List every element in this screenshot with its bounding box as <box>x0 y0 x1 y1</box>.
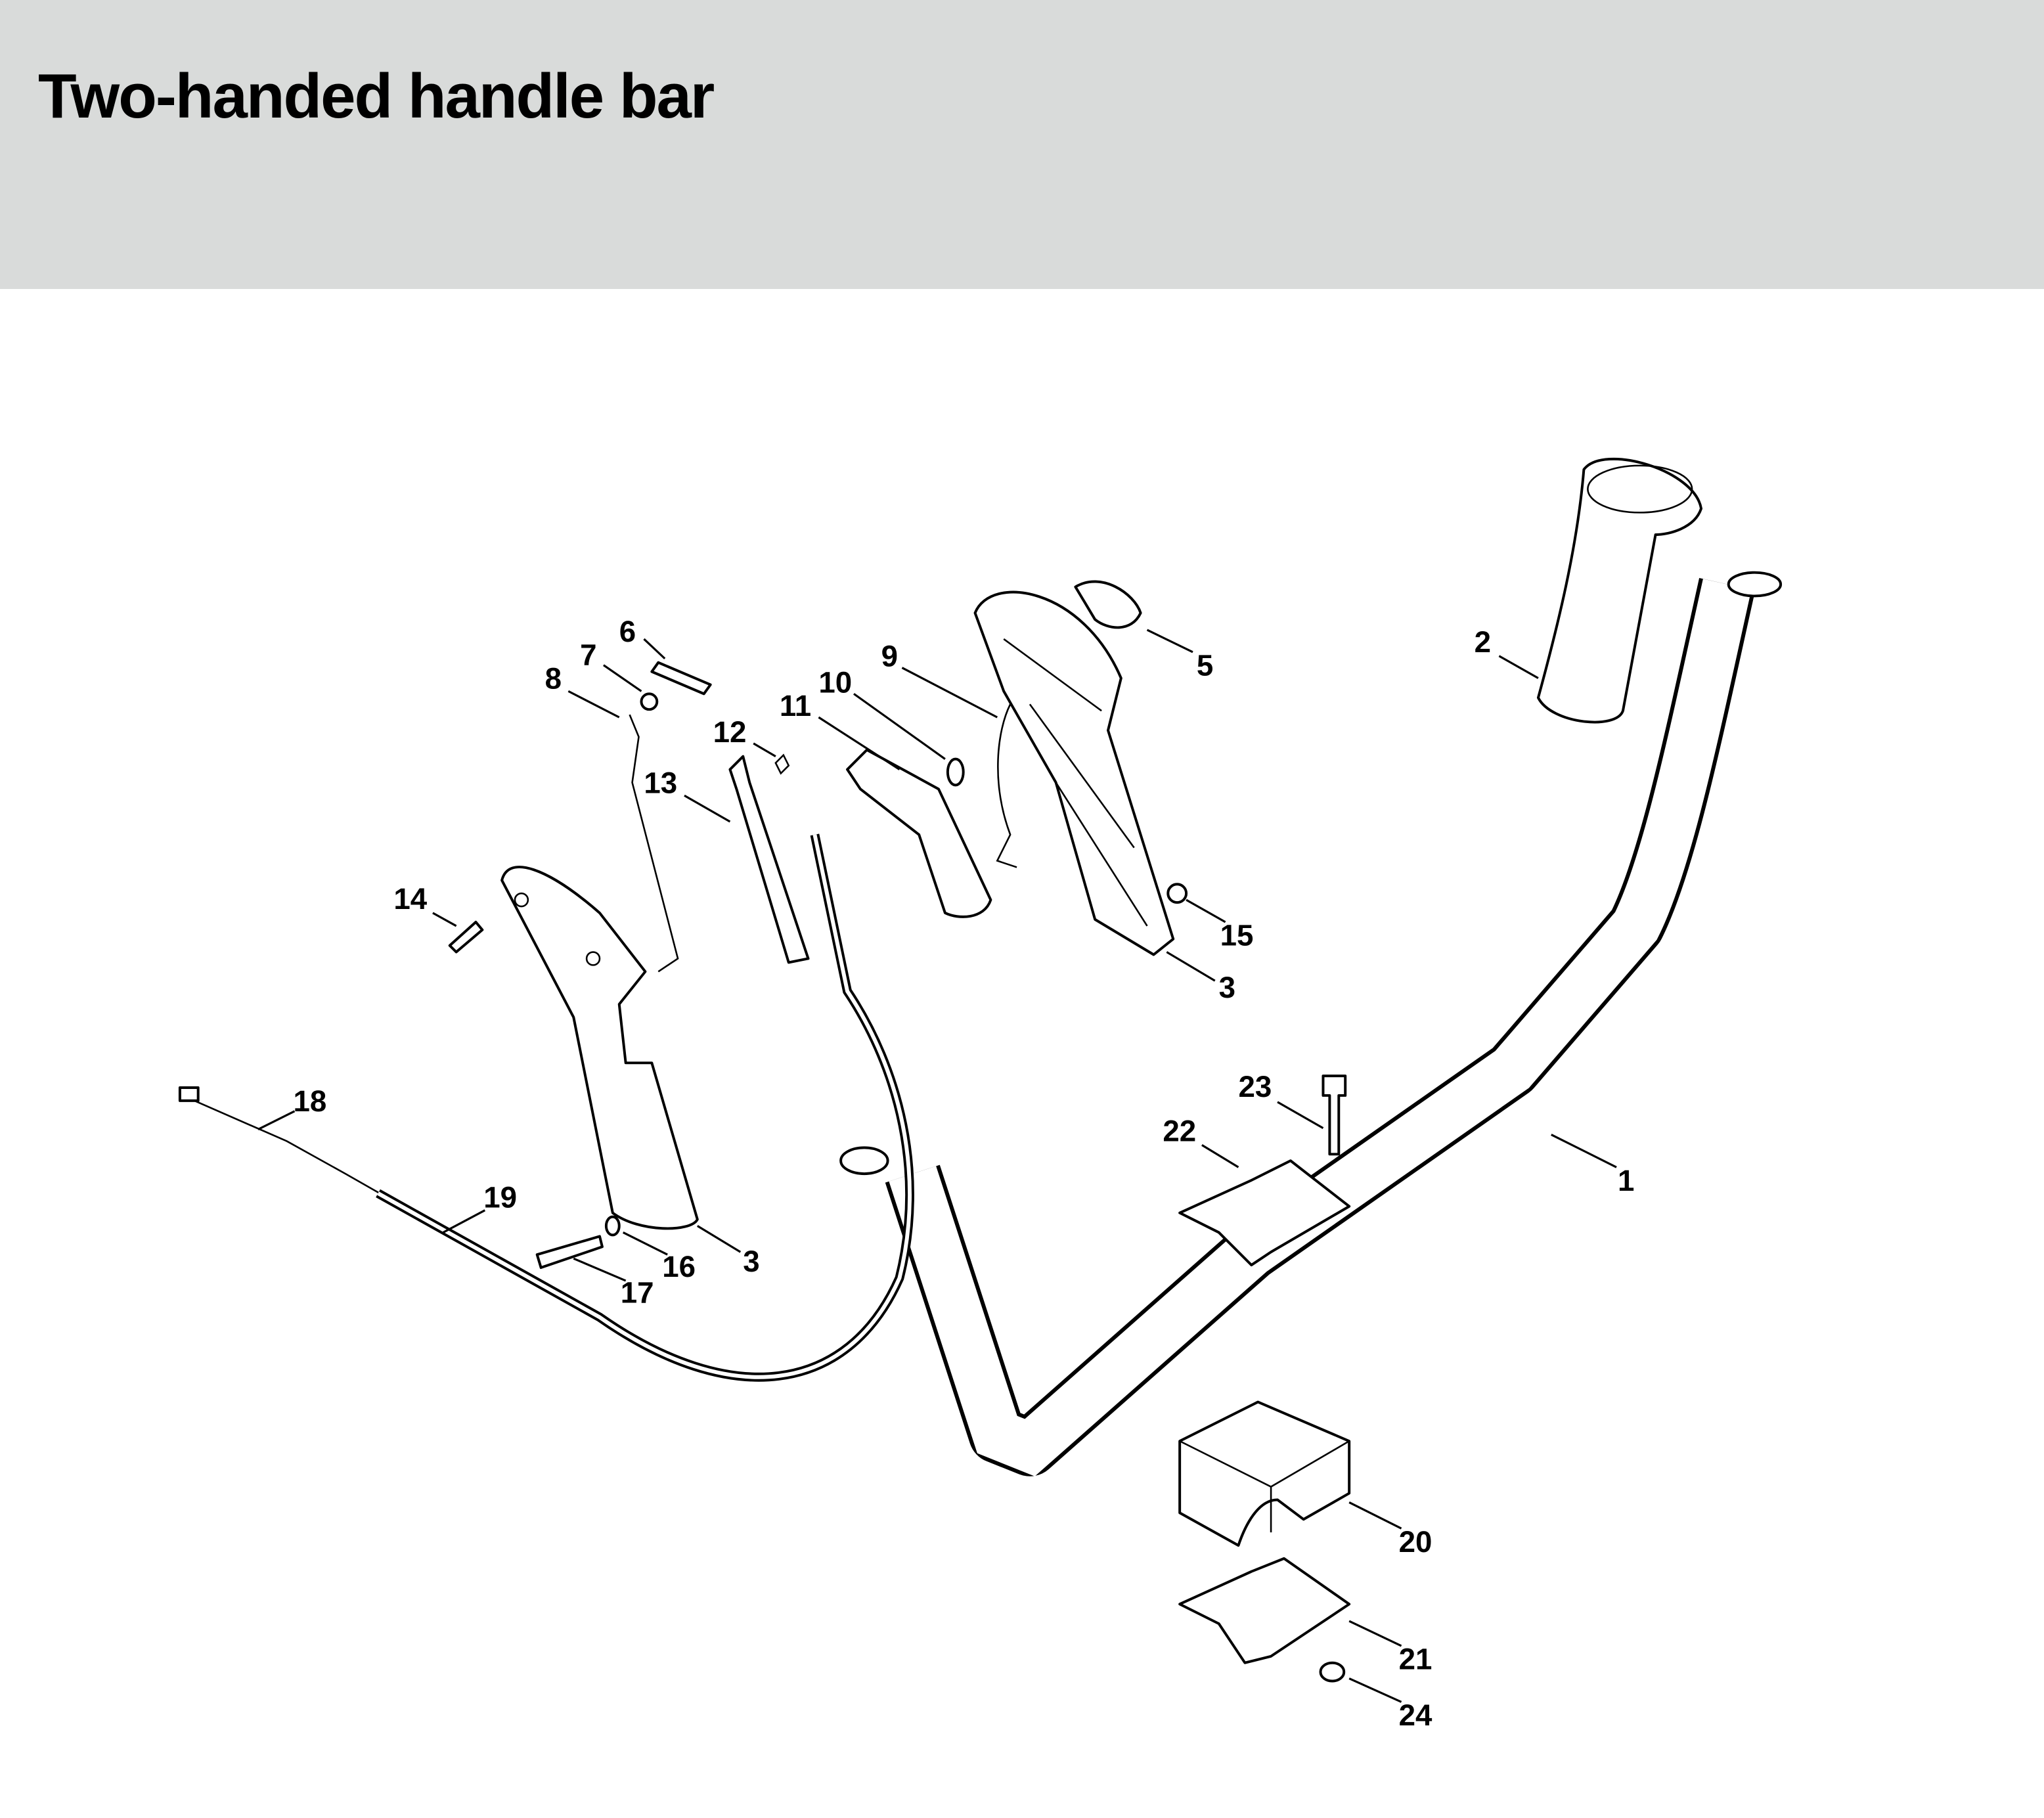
callout-7: 7 <box>580 638 596 672</box>
callout-22: 22 <box>1163 1114 1196 1147</box>
part-7 <box>640 692 659 711</box>
callout-16: 16 <box>662 1250 696 1283</box>
callout-9: 9 <box>881 640 898 673</box>
part-12 <box>774 753 790 775</box>
callout-1: 1 <box>1618 1164 1634 1197</box>
callout-6: 6 <box>619 615 636 648</box>
callout-18: 18 <box>294 1084 327 1118</box>
callout-11: 11 <box>780 689 811 722</box>
callout-3b: 3 <box>743 1245 759 1278</box>
header-banner: Two-handed handle bar <box>0 0 2044 289</box>
callout-19: 19 <box>483 1181 517 1214</box>
callout-21: 21 <box>1399 1643 1433 1676</box>
handle-bar-tube <box>839 571 1783 1476</box>
part-8 <box>629 714 679 973</box>
screw-14 <box>448 920 484 954</box>
clamp-plate-21 <box>1178 1557 1351 1664</box>
callout-12: 12 <box>713 715 747 749</box>
callout-23: 23 <box>1238 1070 1272 1103</box>
part-6 <box>650 661 712 696</box>
part-9 <box>996 703 1017 868</box>
leader-lines <box>257 629 1617 1703</box>
grip-handle <box>1536 458 1703 724</box>
callout-17: 17 <box>621 1276 654 1310</box>
callout-14: 14 <box>393 882 427 916</box>
callout-8: 8 <box>545 661 562 695</box>
part-10 <box>946 757 965 787</box>
part-15 <box>1166 883 1188 904</box>
throttle-cable <box>178 833 914 1382</box>
callout-5: 5 <box>1197 649 1213 682</box>
screw-17 <box>535 1235 604 1270</box>
callout-24: 24 <box>1399 1698 1433 1732</box>
callout-labels: 1 2 3 3 5 6 7 8 9 10 11 12 13 14 15 16 1… <box>294 615 1635 1732</box>
callout-20: 20 <box>1399 1525 1433 1559</box>
clamp-plate-22 <box>1178 1159 1351 1267</box>
handle-housing-left <box>500 866 699 1230</box>
bolt-23 <box>1322 1075 1347 1156</box>
lockout-lever <box>728 755 810 964</box>
clamp-block <box>1178 1400 1351 1547</box>
callout-2: 2 <box>1475 625 1491 659</box>
throttle-trigger <box>846 748 992 918</box>
callout-13: 13 <box>644 766 677 799</box>
washer-16 <box>604 1215 621 1237</box>
part-5 <box>1074 580 1142 629</box>
handle-housing-right <box>973 590 1175 956</box>
nut-24 <box>1319 1661 1346 1683</box>
callout-3a: 3 <box>1219 971 1235 1004</box>
page-title: Two-handed handle bar <box>38 61 715 131</box>
callout-15: 15 <box>1220 919 1254 952</box>
callout-10: 10 <box>818 665 852 699</box>
